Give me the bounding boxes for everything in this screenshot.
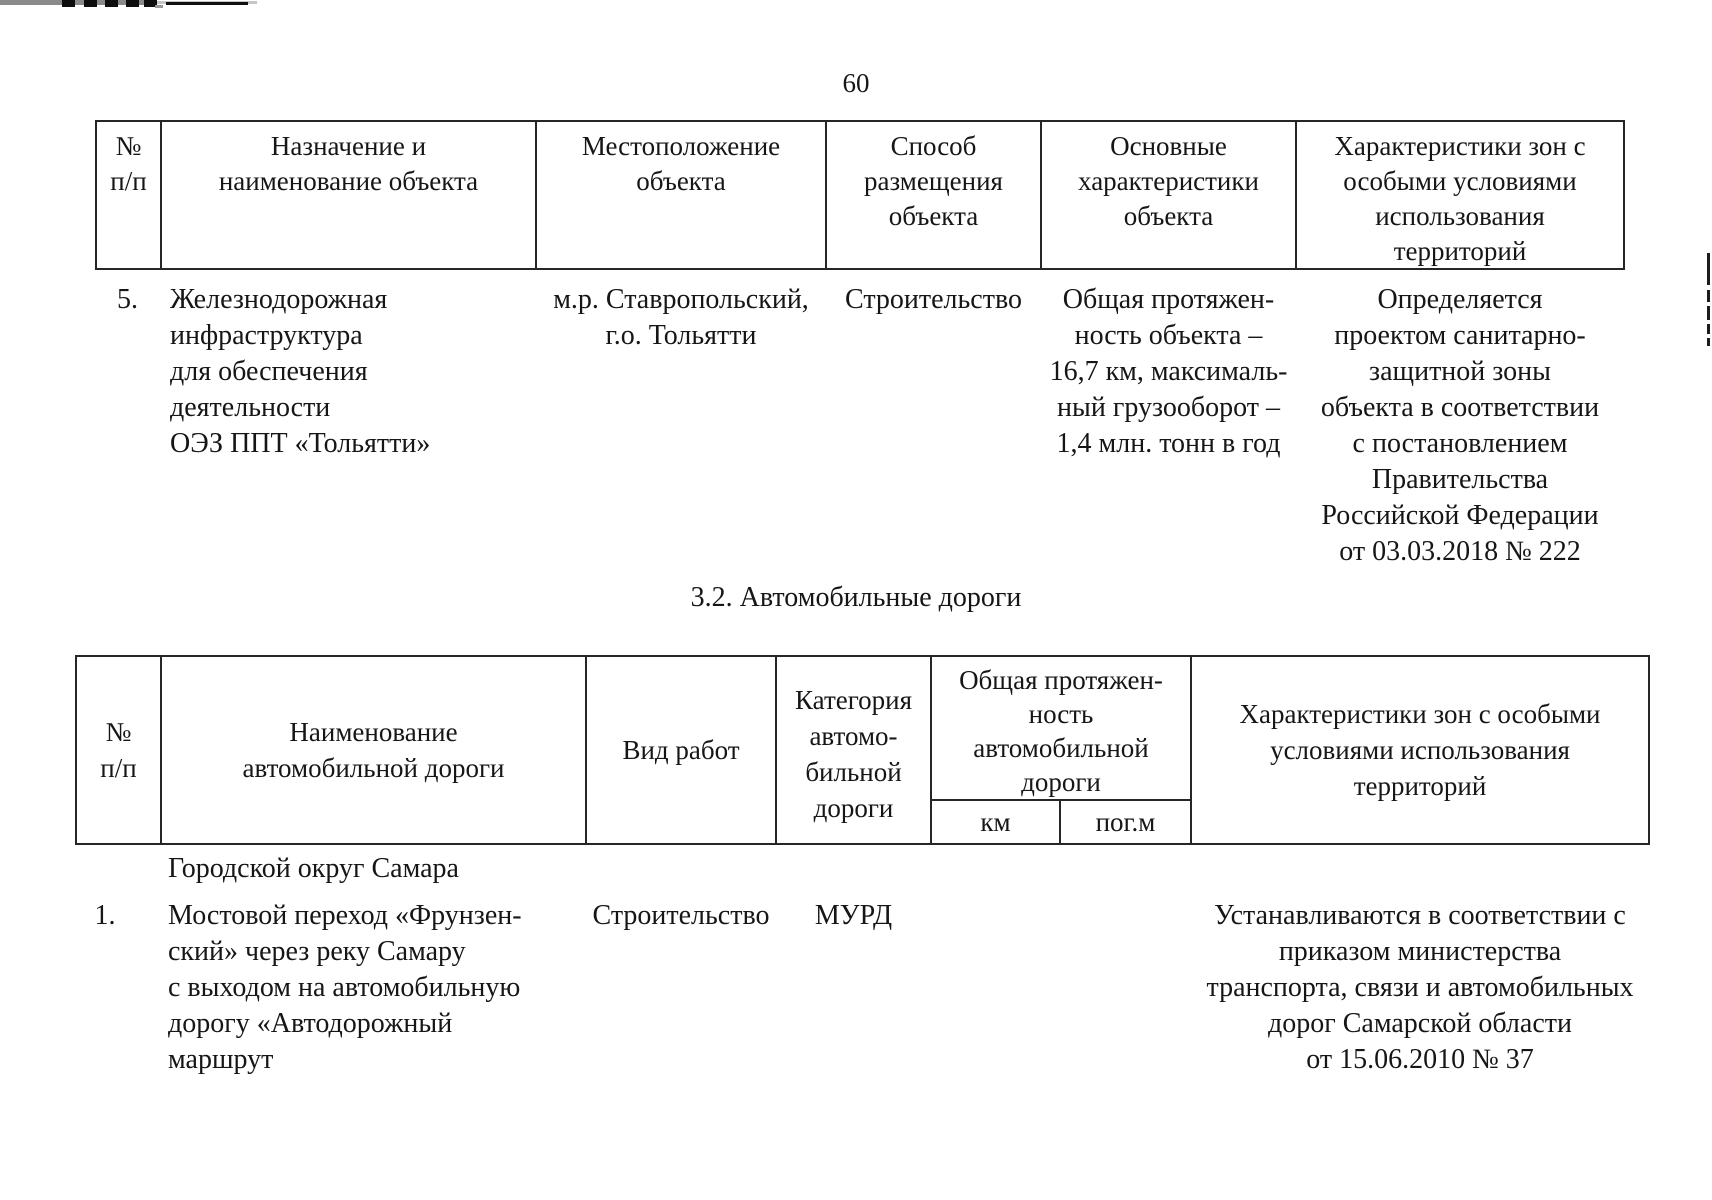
scan-artifact-mark bbox=[126, 0, 139, 7]
t1-cell-zones: Определяется проектом санитарно- защитно… bbox=[1320, 284, 1600, 567]
section-heading: 3.2. Автомобильные дороги bbox=[690, 582, 1022, 613]
t1-header-characteristics: Основные характеристики объекта bbox=[1042, 122, 1297, 268]
scan-artifact-mark bbox=[105, 0, 118, 7]
objects-table-header: № п/п Назначение и наименование объекта … bbox=[95, 120, 1625, 270]
t1-header-name: Назначение и наименование объекта bbox=[162, 122, 537, 268]
t2-header-length-label: Общая протяжен- ность автомобильной доро… bbox=[959, 665, 1163, 797]
t1-header-num: № п/п bbox=[97, 122, 162, 268]
t2-header-length: Общая протяжен- ность автомобильной доро… bbox=[932, 657, 1192, 843]
page-number: 60 bbox=[842, 68, 870, 98]
t2-header-num: № п/п bbox=[77, 657, 162, 843]
t1-header-location: Местоположение объекта bbox=[537, 122, 827, 268]
t2-header-work: Вид работ bbox=[587, 657, 777, 843]
t2-group-row: Городской округ Самара bbox=[168, 853, 459, 884]
scan-artifact-dash bbox=[155, 5, 163, 8]
scan-artifact-line bbox=[166, 2, 248, 5]
scan-artifact-edge-line bbox=[1707, 324, 1710, 334]
scan-artifact-mark bbox=[84, 0, 97, 7]
t1-cell-name: Железнодорожная инфраструктура для обесп… bbox=[170, 284, 431, 459]
t2-cell-num: 1. bbox=[94, 900, 116, 931]
scan-artifact-edge-line bbox=[1707, 306, 1710, 320]
scan-artifact-mark bbox=[144, 0, 157, 7]
t1-cell-location: м.р. Ставропольский, г.о. Тольятти bbox=[553, 284, 809, 351]
t1-cell-placement: Строительство bbox=[845, 284, 1022, 315]
t1-header-placement: Способ размещения объекта bbox=[827, 122, 1042, 268]
scan-artifact-edge-line bbox=[1707, 338, 1710, 346]
t2-cell-category: МУРД bbox=[814, 900, 893, 931]
t2-cell-name: Мостовой переход «Фрунзен- ский» через р… bbox=[168, 900, 522, 1075]
t2-header-km: км bbox=[932, 801, 1061, 843]
t1-header-zones: Характеристики зон с особыми условиями и… bbox=[1334, 131, 1586, 266]
t1-cell-num: 5. bbox=[117, 284, 138, 315]
t2-header-name: Наименование автомобильной дороги bbox=[162, 657, 587, 843]
t2-cell-work: Строительство bbox=[592, 900, 770, 931]
scan-artifact-bar bbox=[0, 0, 153, 5]
t2-header-length-subrow: км пог.м bbox=[932, 799, 1190, 843]
roads-table-header: № п/п Наименование автомобильной дороги … bbox=[75, 655, 1650, 845]
t1-cell-characteristics: Общая протяжен- ность объекта – 16,7 км,… bbox=[1049, 284, 1288, 459]
scan-artifact-edge-line bbox=[1707, 290, 1710, 302]
t2-cell-zones: Устанавливаются в соответствии с приказо… bbox=[1206, 900, 1634, 1075]
scan-artifact-mark bbox=[62, 0, 75, 7]
t2-header-zones: Характеристики зон с особыми условиями и… bbox=[1239, 699, 1601, 801]
t2-header-pog-m: пог.м bbox=[1095, 807, 1156, 837]
scan-artifact-edge-line bbox=[1707, 253, 1710, 285]
t2-header-category: Категория автомо- бильной дороги bbox=[777, 657, 932, 843]
